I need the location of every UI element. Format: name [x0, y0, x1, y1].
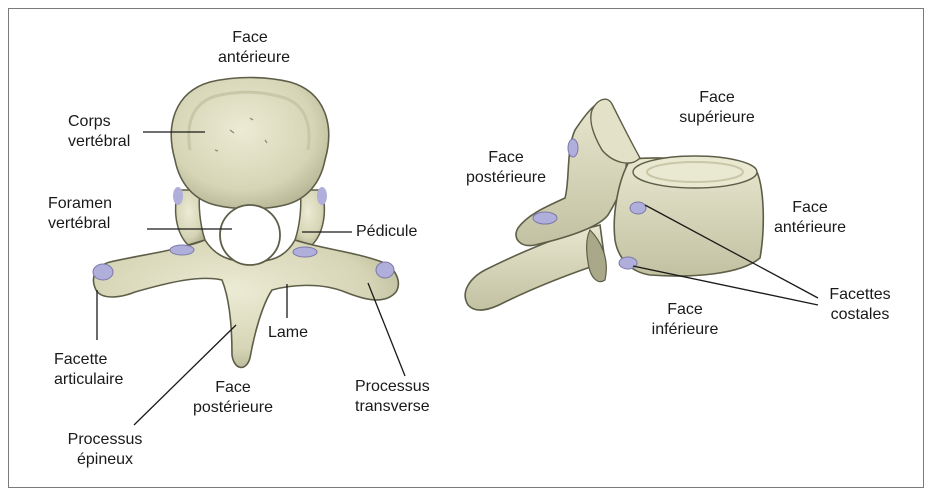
label-line: inférieure: [630, 320, 740, 340]
costal-facet-left-body: [173, 187, 183, 205]
label-line: antérieure: [760, 218, 860, 238]
label-line: Face: [178, 378, 288, 398]
label-facette-articulaire: Facette articulaire: [54, 350, 123, 390]
label-line: costales: [820, 305, 900, 325]
label-line: Face: [460, 148, 552, 168]
label-line: transverse: [355, 397, 430, 417]
label-face-anterieure-left: Face antérieure: [218, 28, 282, 68]
label-line: Facettes: [820, 285, 900, 305]
label-lame: Lame: [268, 323, 308, 343]
label-face-posterieure-left: Face postérieure: [178, 378, 288, 418]
articular-facet-lateral: [533, 212, 557, 224]
superior-facet-lateral: [568, 139, 578, 157]
superior-articular-facet-left: [170, 245, 194, 255]
label-line: Facette: [54, 350, 123, 370]
label-line: Face: [760, 198, 860, 218]
label-line: Face: [630, 300, 740, 320]
label-line: vertébral: [48, 214, 112, 234]
label-line: antérieure: [218, 48, 282, 68]
label-face-posterieure-right: Face postérieure: [460, 148, 552, 188]
label-corps-vertebral: Corps vertébral: [68, 112, 130, 152]
label-face-anterieure-right: Face antérieure: [760, 198, 860, 238]
label-foramen-vertebral: Foramen vertébral: [48, 194, 112, 234]
label-line: Foramen: [48, 194, 112, 214]
vertebral-foramen-hole: [220, 205, 280, 265]
articular-facet-left: [93, 264, 113, 280]
label-face-superieure: Face supérieure: [662, 88, 772, 128]
label-line: supérieure: [662, 108, 772, 128]
label-line: articulaire: [54, 370, 123, 390]
label-line: Processus: [50, 430, 160, 450]
costal-facet-inferior: [619, 257, 637, 269]
vertebral-body-shape: [171, 78, 328, 209]
label-facettes-costales: Facettes costales: [820, 285, 900, 325]
label-processus-epineux: Processus épineux: [50, 430, 160, 470]
label-line: postérieure: [460, 168, 552, 188]
label-face-inferieure: Face inférieure: [630, 300, 740, 340]
label-line: Face: [218, 28, 282, 48]
superior-surface-lateral: [633, 156, 757, 188]
superior-articular-facet-right: [293, 247, 317, 257]
label-pedicule: Pédicule: [356, 222, 417, 242]
transverse-facet-right: [376, 262, 394, 278]
costal-facet-superior: [630, 202, 646, 214]
superior-view-vertebra: [93, 78, 398, 368]
label-processus-transverse: Processus transverse: [355, 377, 430, 417]
label-line: Face: [662, 88, 772, 108]
lateral-view-vertebra: [465, 99, 763, 310]
label-line: Processus: [355, 377, 430, 397]
label-line: épineux: [50, 450, 160, 470]
label-line: postérieure: [178, 398, 288, 418]
label-line: Corps: [68, 112, 130, 132]
label-line: vertébral: [68, 132, 130, 152]
costal-facet-right-body: [317, 187, 327, 205]
